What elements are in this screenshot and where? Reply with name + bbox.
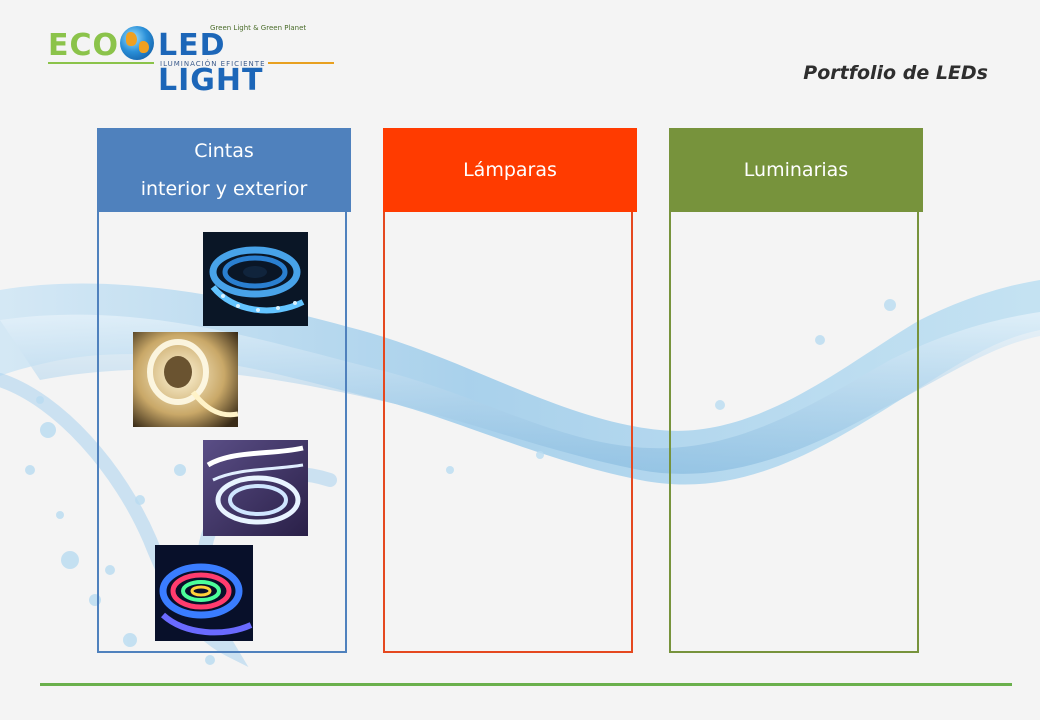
column-heading-line2: interior y exterior — [140, 178, 308, 200]
led-strip-photo-blue-reel — [203, 232, 308, 326]
column-heading-line1: Cintas — [194, 140, 254, 162]
page-title: Portfolio de LEDs — [803, 62, 988, 84]
column-lamparas: Lámparas — [383, 128, 637, 653]
company-logo: ECO LED LIGHT Green Light & Green Planet… — [48, 22, 338, 98]
column-header-cintas: Cintas interior y exterior — [97, 128, 351, 212]
logo-underline-orange — [268, 62, 334, 64]
logo-led-light-text: LED LIGHT — [158, 28, 264, 98]
column-cintas: Cintas interior y exterior — [97, 128, 351, 653]
footer-divider — [40, 683, 1012, 686]
logo-underline-green — [48, 62, 154, 64]
led-strip-photo-rgb — [155, 545, 253, 641]
globe-icon — [120, 26, 154, 60]
column-header-lamparas: Lámparas — [383, 128, 637, 212]
column-heading-line1: Lámparas — [463, 159, 557, 181]
column-luminarias: Luminarias — [669, 128, 923, 653]
led-strip-photo-cool-white — [203, 440, 308, 536]
column-heading-line1: Luminarias — [743, 159, 849, 181]
led-strip-photo-warm-white — [133, 332, 238, 427]
logo-subtitle: ILUMINACIÓN EFICIENTE — [160, 60, 266, 68]
column-header-luminarias: Luminarias — [669, 128, 923, 212]
logo-eco-text: ECO — [48, 28, 120, 63]
logo-tagline: Green Light & Green Planet — [210, 24, 307, 32]
